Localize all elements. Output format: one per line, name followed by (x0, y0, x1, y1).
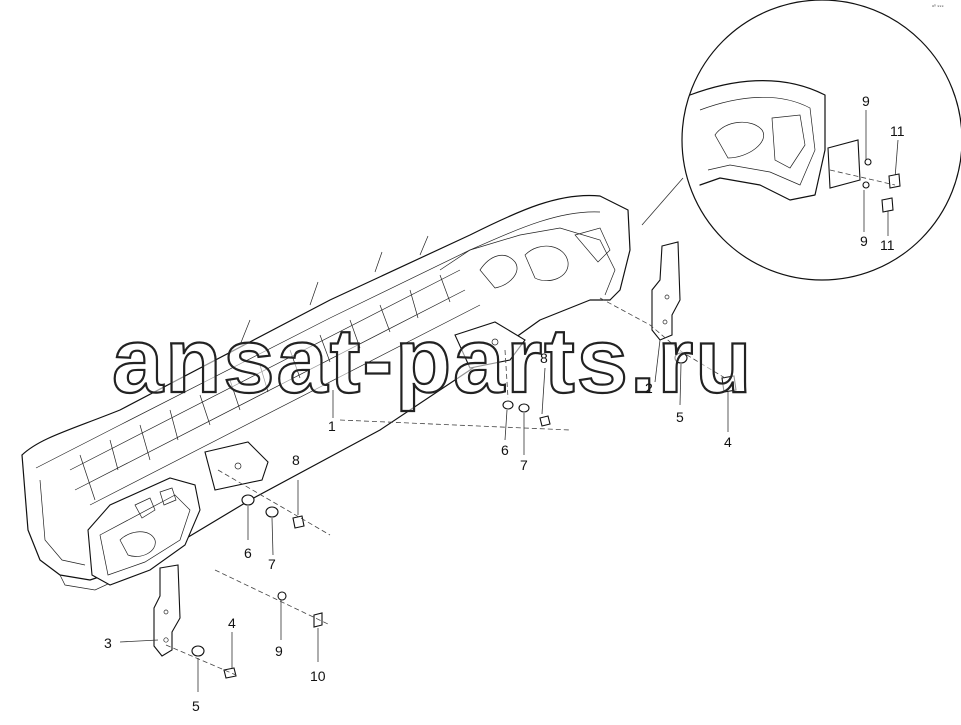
label-part-8-upper: 8 (540, 350, 548, 366)
label-part-11-inset-bottom: 11 (880, 237, 895, 253)
bumper-body (21, 194, 631, 591)
corner-mark: ᵃ⁰ ⁹⁹⁹ (932, 4, 944, 10)
label-part-6-lower: 6 (244, 545, 252, 561)
label-part-7-upper: 7 (520, 457, 528, 473)
leader-lines (119, 110, 899, 692)
label-part-1: 1 (328, 418, 336, 434)
label-part-9-inset-top: 9 (862, 93, 870, 109)
mount-plate-lower (204, 441, 269, 491)
label-part-8-lower: 8 (292, 452, 300, 468)
label-part-11-inset-top: 11 (890, 123, 905, 139)
assembly-lines (165, 297, 726, 676)
hardware-upper (502, 352, 737, 427)
label-part-5-lower: 5 (192, 698, 200, 714)
label-part-4-upper: 4 (724, 434, 732, 450)
label-part-9-inset-bottom: 9 (860, 233, 868, 249)
label-part-10: 10 (310, 668, 326, 684)
label-part-4-lower: 4 (228, 615, 236, 631)
label-part-9-lower: 9 (275, 643, 283, 659)
bracket-right (651, 241, 681, 341)
watermark: ansat-parts.ru (112, 310, 754, 412)
hardware-lower (191, 494, 323, 679)
label-part-5-upper: 5 (676, 409, 684, 425)
mount-plate-upper (454, 321, 526, 369)
lamp-housing (87, 477, 201, 586)
label-part-7-lower: 7 (268, 556, 276, 572)
bracket-left (153, 564, 181, 657)
detail-inset (641, 0, 961, 281)
part-labels: 1 2 3 4 4 5 5 6 6 7 7 8 8 9 9 9 10 11 11 (104, 93, 905, 714)
label-part-3: 3 (104, 635, 112, 651)
label-part-2: 2 (645, 380, 653, 396)
label-part-6-upper: 6 (501, 442, 509, 458)
